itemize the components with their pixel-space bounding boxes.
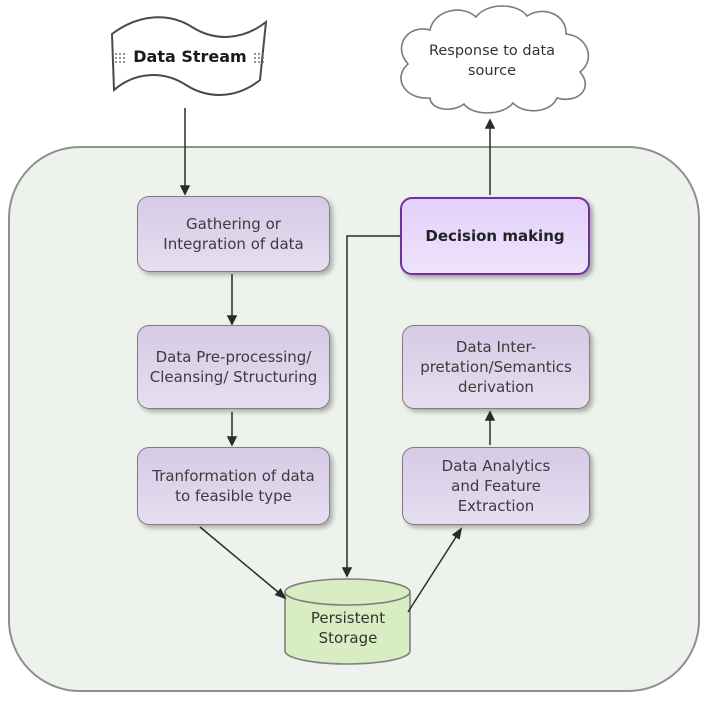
node-data-preprocessing: Data Pre-processing/ Cleansing/ Structur… — [137, 325, 330, 409]
node-gathering-integration: Gathering or Integration of data — [137, 196, 330, 272]
persistent-storage-label: Persistent Storage — [310, 608, 386, 647]
node-data-analytics: Data Analytics and Feature Extraction — [402, 447, 590, 525]
stream-dots-left-icon — [114, 51, 128, 63]
node-data-interpretation: Data Inter- pretation/Semantics derivati… — [402, 325, 590, 409]
response-cloud-label: Response to data source — [428, 43, 556, 79]
node-decision-making: Decision making — [400, 197, 590, 275]
stream-dots-right-icon — [252, 51, 266, 63]
node-transformation: Tranformation of data to feasible type — [137, 447, 330, 525]
data-stream-label: Data Stream — [133, 47, 247, 67]
data-stream-label-group: Data Stream — [106, 32, 274, 82]
